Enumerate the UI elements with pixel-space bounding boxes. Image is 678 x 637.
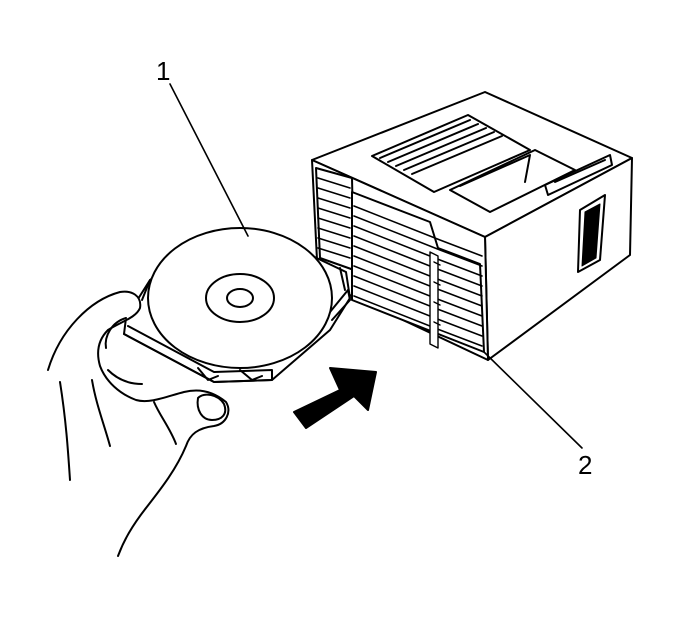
callout-label-2: 2 [578,450,593,480]
leader-line-2 [483,351,583,449]
insertion-arrow [293,367,377,429]
compact-disc [147,227,333,369]
leader-line-1 [169,83,249,237]
hand [47,290,230,557]
leader-lines [169,83,583,449]
callout-label-1: 1 [156,56,171,86]
cd-magazine [311,91,633,361]
